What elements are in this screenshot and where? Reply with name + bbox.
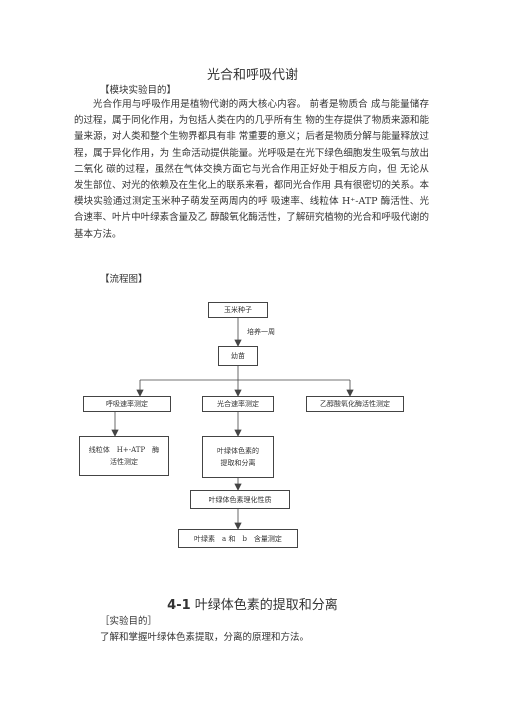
section-title-text: 叶绿体色素的提取和分离 xyxy=(190,598,338,613)
section-objective-text: 了解和掌握叶绿体色素提取，分离的原理和方法。 xyxy=(100,632,310,643)
objective-label: 【模块实验目的】 xyxy=(100,85,177,96)
flow-node-pigment-properties: 叶绿体色素理化性质 xyxy=(190,490,290,509)
flow-node-photosynthesis: 光合速率测定 xyxy=(202,396,274,412)
flow-node-respiration: 呼吸速率测定 xyxy=(83,396,171,412)
flowchart-label: 【流程图】 xyxy=(100,274,148,285)
flow-node-glycolate-oxidase: 乙醇酸氧化酶活性测定 xyxy=(306,396,404,412)
flow-node-chlorophyll-extraction: 叶绿体色素的 提取和分离 xyxy=(202,436,274,478)
chlorophyll-line-2: 提取和分离 xyxy=(220,459,256,467)
section-objective-label: ［实验目的］ xyxy=(100,616,158,627)
page-title: 光合和呼吸代谢 xyxy=(206,68,298,83)
flow-edge-label: 培养一周 xyxy=(247,328,275,336)
objective-paragraph: 光合作用与呼吸作用是植物代谢的两大核心内容。 前者是物质合 成与能量储存的过程，… xyxy=(74,99,429,240)
atpase-line-2: 活性测定 xyxy=(110,458,138,466)
flow-node-chlorophyll-content: 叶绿素 a 和 b 含量测定 xyxy=(178,529,298,548)
flow-node-atpase: 线粒体 H+-ATP 酶 活性测定 xyxy=(79,436,169,476)
chlorophyll-line-1: 叶绿体色素的 xyxy=(217,447,259,455)
flow-node-seed: 玉米种子 xyxy=(208,302,268,318)
flow-node-seedling: 幼苗 xyxy=(218,346,258,366)
atpase-line-1: 线粒体 H+-ATP 酶 xyxy=(88,446,160,454)
section-number: 4-1 xyxy=(167,598,191,613)
section-title: 4-1 叶绿体色素的提取和分离 xyxy=(0,594,505,613)
